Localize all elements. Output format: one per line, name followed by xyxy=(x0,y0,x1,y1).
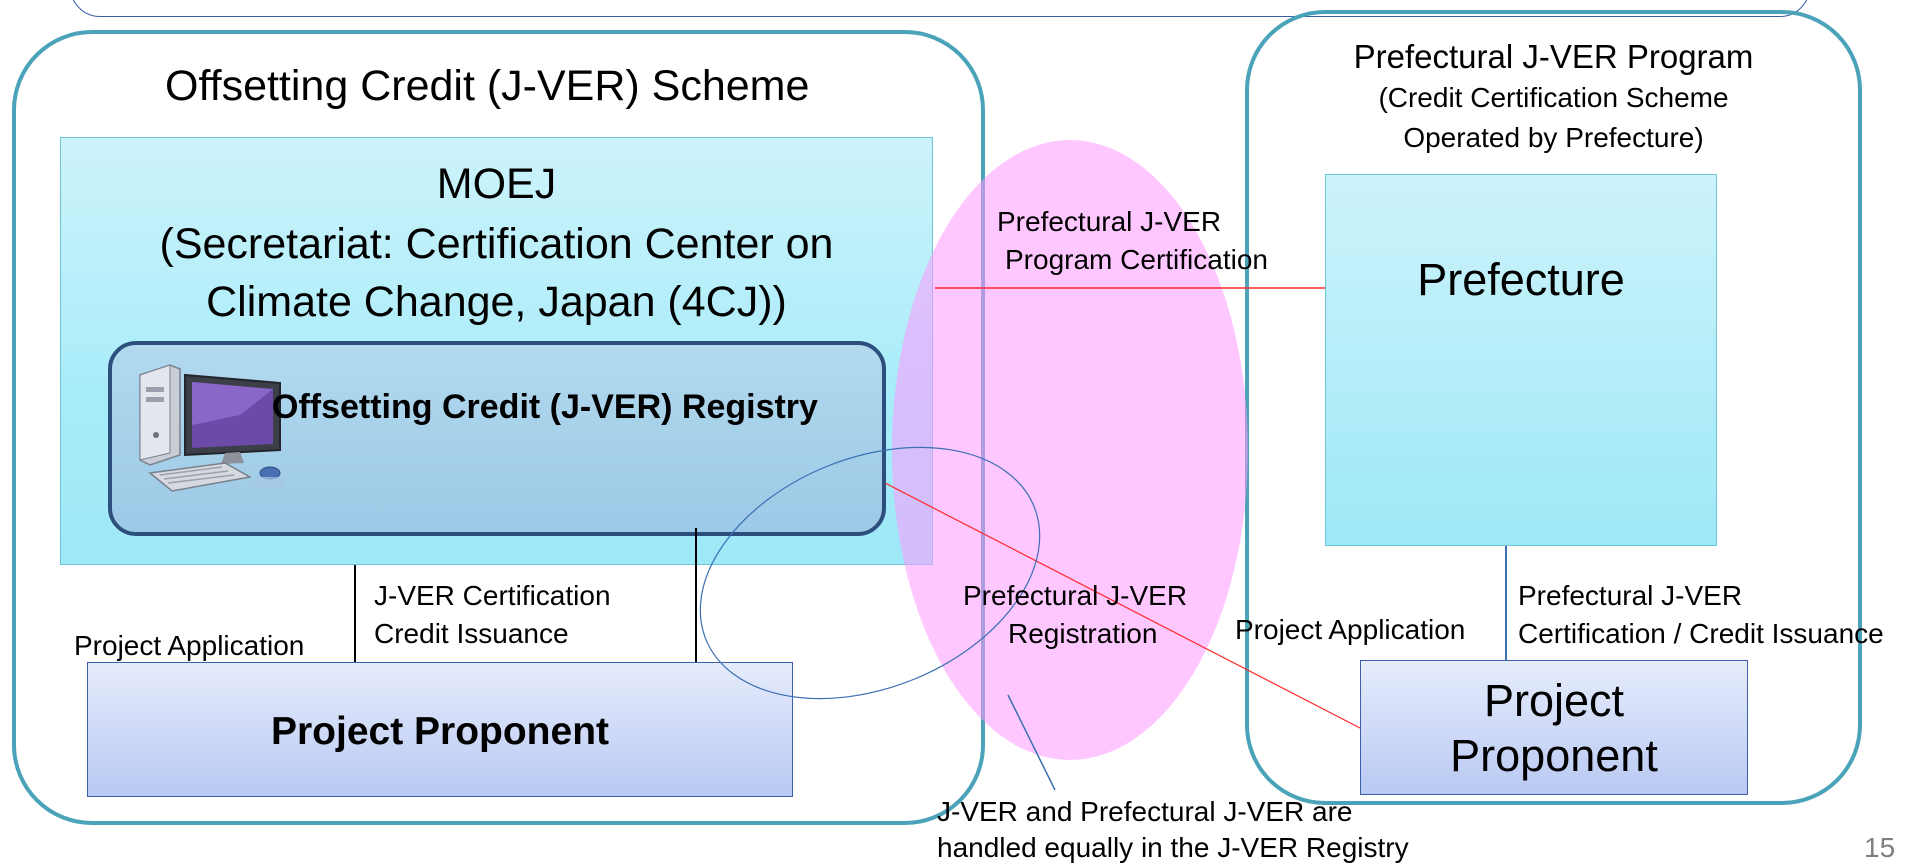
left-certification-line1: J-VER Certification xyxy=(374,580,611,611)
pink-registry-ellipse xyxy=(892,140,1248,760)
right-certification-line1: Prefectural J-VER xyxy=(1518,580,1743,611)
note-pointer-line xyxy=(1007,694,1056,791)
right-scheme-subtitle-2: Operated by Prefecture) xyxy=(1403,122,1704,153)
right-connector xyxy=(1505,546,1507,660)
right-scheme-title: Prefectural J-VER Program xyxy=(1353,38,1754,75)
left-project-proponent-label: Project Proponent xyxy=(270,710,610,753)
right-project-proponent-line1: Project xyxy=(1483,675,1625,726)
registration-line2: Registration xyxy=(1008,618,1158,649)
note-line2: handled equally in the J-VER Registry xyxy=(937,832,1409,863)
moej-4cj: Climate Change, Japan (4CJ)) xyxy=(206,278,787,326)
right-scheme-frame xyxy=(1245,10,1862,805)
left-project-application: Project Application xyxy=(74,630,305,661)
left-connector-certification xyxy=(695,528,697,662)
overlap-ellipse xyxy=(699,446,1041,700)
right-project-proponent-box xyxy=(1360,660,1748,795)
registration-line1: Prefectural J-VER xyxy=(963,580,1188,611)
right-certification-clip: Certification / Credit Issuance xyxy=(1518,618,1904,658)
page-number: 15 xyxy=(1864,832,1896,863)
prefecture-box xyxy=(1325,174,1717,546)
moej-secretariat: (Secretariat: Certification Center on xyxy=(159,220,834,268)
left-project-proponent-box xyxy=(87,662,793,797)
moej-title: MOEJ xyxy=(436,160,557,208)
left-scheme-title: Offsetting Credit (J-VER) Scheme xyxy=(165,62,810,110)
registry-label: Offsetting Credit (J-VER) Registry xyxy=(272,388,818,426)
computer-icon xyxy=(139,364,285,492)
right-project-application: Project Application xyxy=(1235,614,1466,645)
right-project-proponent-line2: Proponent xyxy=(1450,730,1658,781)
prefecture-label: Prefecture xyxy=(1417,254,1625,305)
program-certification-line1: Prefectural J-VER xyxy=(997,206,1222,237)
note-line1: J-VER and Prefectural J-VER are xyxy=(937,796,1353,827)
registration-line xyxy=(884,482,1361,729)
right-certification-line2: Certification / Credit Issuance xyxy=(1518,618,1884,649)
program-certification-line2: Program Certification xyxy=(1005,244,1268,275)
registry-box xyxy=(108,341,886,536)
right-scheme-subtitle-1: (Credit Certification Scheme xyxy=(1378,82,1729,113)
left-connector-application xyxy=(354,565,356,662)
left-certification-line2: Credit Issuance xyxy=(374,618,569,649)
